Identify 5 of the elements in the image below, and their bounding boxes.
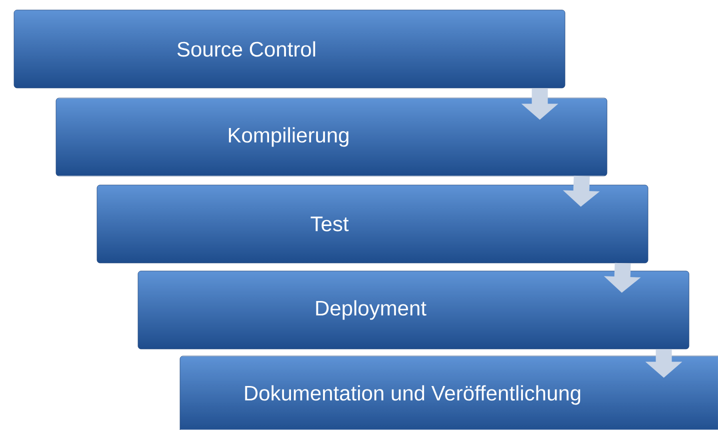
process-box: Dokumentation und Veröffentlichung — [180, 356, 718, 430]
process-box: Kompilierung — [56, 98, 608, 176]
process-box: Test — [96, 184, 648, 264]
process-box: Source Control — [14, 10, 566, 88]
process-box: Deployment — [138, 270, 690, 350]
